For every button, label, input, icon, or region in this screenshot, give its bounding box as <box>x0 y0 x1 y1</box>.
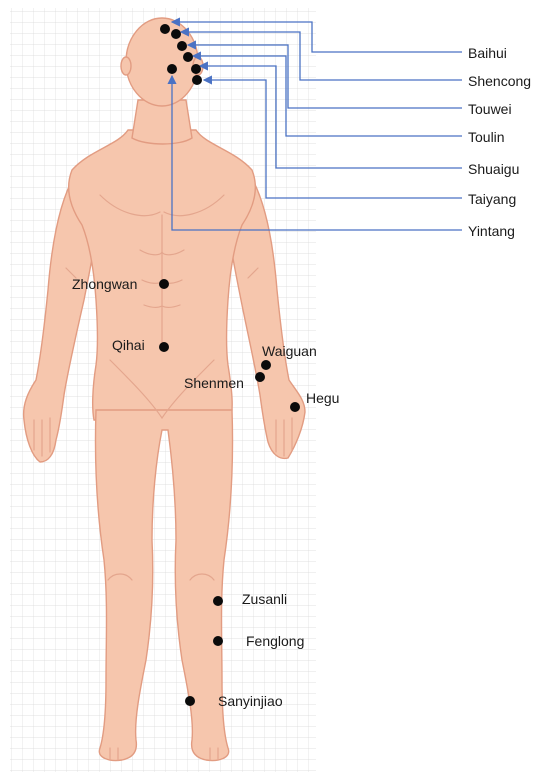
hegu-point <box>290 402 300 412</box>
qihai-point <box>159 342 169 352</box>
label-shuaigu: Shuaigu <box>468 161 519 177</box>
label-yintang: Yintang <box>468 223 515 239</box>
label-baihui: Baihui <box>468 45 507 61</box>
toulin-point <box>183 52 193 62</box>
zhongwan-point <box>159 279 169 289</box>
shencong-point <box>171 29 181 39</box>
label-waiguan: Waiguan <box>262 343 317 359</box>
shenmen-point <box>255 372 265 382</box>
yintang-point <box>167 64 177 74</box>
taiyang-point <box>192 75 202 85</box>
label-hegu: Hegu <box>306 390 339 406</box>
label-touwei: Touwei <box>468 101 512 117</box>
label-zhongwan: Zhongwan <box>72 276 137 292</box>
label-qihai: Qihai <box>112 337 145 353</box>
fenglong-point <box>213 636 223 646</box>
label-fenglong: Fenglong <box>246 633 304 649</box>
label-taiyang: Taiyang <box>468 191 516 207</box>
label-shenmen: Shenmen <box>184 375 244 391</box>
waiguan-point <box>261 360 271 370</box>
label-toulin: Toulin <box>468 129 505 145</box>
zusanli-point <box>213 596 223 606</box>
sanyinjiao-point <box>185 696 195 706</box>
shuaigu-point <box>191 64 201 74</box>
baihui-point <box>160 24 170 34</box>
label-shencong: Shencong <box>468 73 531 89</box>
label-sanyinjiao: Sanyinjiao <box>218 693 283 709</box>
label-zusanli: Zusanli <box>242 591 287 607</box>
touwei-point <box>177 41 187 51</box>
